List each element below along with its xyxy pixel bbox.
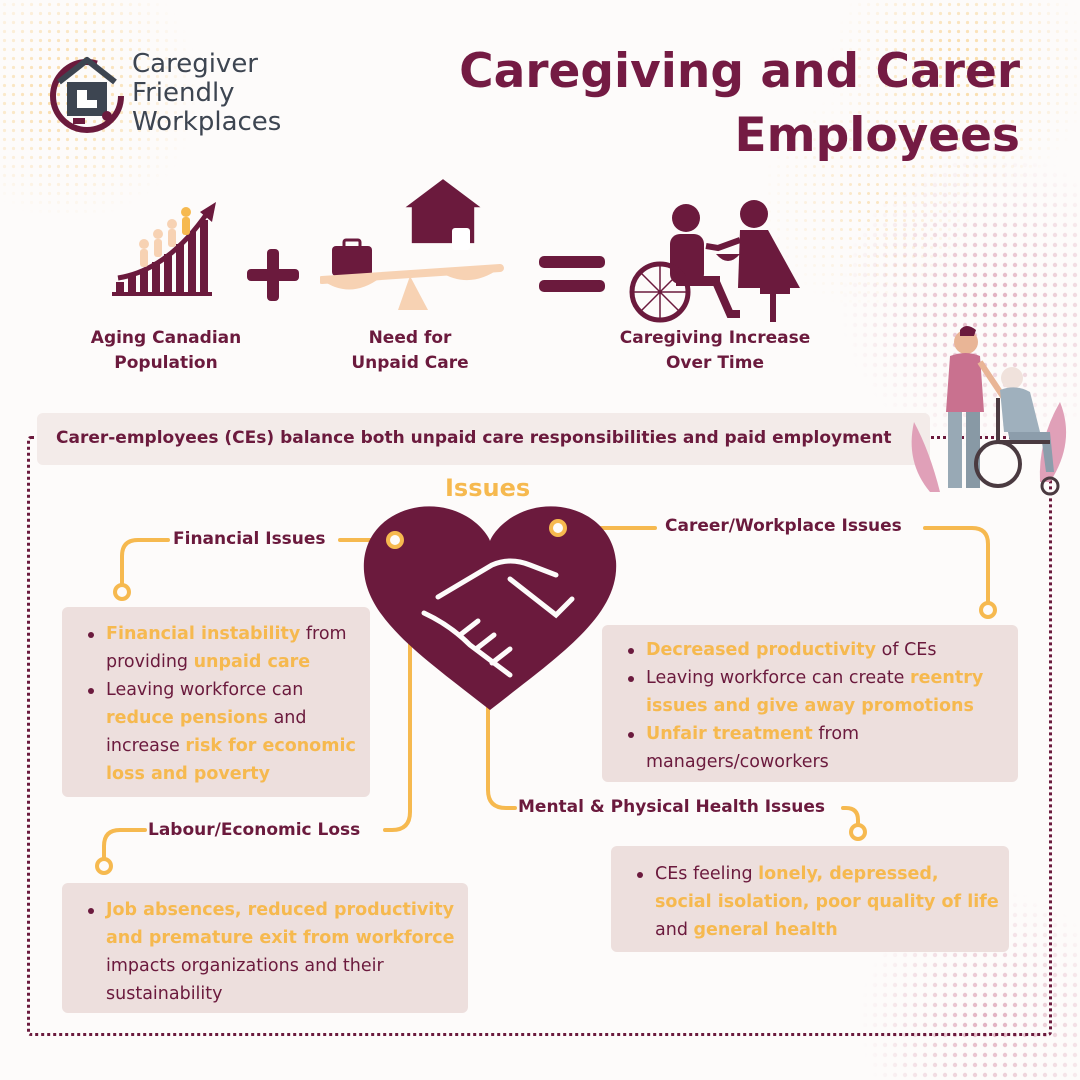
- logo-text: Caregiver Friendly Workplaces: [132, 50, 281, 137]
- list-item: Job absences, reduced productivity and p…: [88, 896, 456, 1008]
- aging-label-line-1: Aging Canadian: [90, 328, 242, 348]
- caregiver-wheelchair-illustration: [911, 326, 1067, 496]
- title-line-2: Employees: [734, 108, 1021, 163]
- list-item: CEs feeling lonely, depressed, social is…: [637, 860, 999, 944]
- need-label-line-1: Need for: [368, 328, 452, 348]
- equals-icon: [539, 256, 605, 292]
- result-label-line-2: Over Time: [665, 353, 765, 373]
- list-item: Unfair treatment from managers/coworkers: [628, 720, 1006, 776]
- career-issues-box: Decreased productivity of CEs Leaving wo…: [602, 625, 1018, 782]
- aging-population-chart-icon: [112, 202, 216, 296]
- financial-issues-box: Financial instability from providing unp…: [62, 607, 370, 797]
- caregiver-feeding-wheelchair-icon: [629, 200, 800, 323]
- balance-scale-house-briefcase-icon: [320, 179, 504, 310]
- banner-text: Carer-employees (CEs) balance both unpai…: [56, 428, 892, 448]
- title-line-1: Caregiving and Carer: [459, 44, 1020, 99]
- need-unpaid-care-label: Need for Unpaid Care: [340, 326, 480, 376]
- result-label-line-1: Caregiving Increase: [619, 328, 811, 348]
- plus-icon: [247, 249, 299, 301]
- list-item: Leaving workforce can reduce pensions an…: [88, 676, 360, 788]
- banner: [37, 413, 930, 465]
- heart-handshake-icon: [363, 506, 617, 710]
- page-title: Caregiving and Carer Employees: [440, 40, 1020, 168]
- labour-loss-label: Labour/Economic Loss: [148, 820, 361, 840]
- list-item: Decreased productivity of CEs: [628, 636, 1006, 664]
- caregiving-increase-label: Caregiving Increase Over Time: [610, 326, 820, 376]
- logo-line-1: Caregiver: [132, 49, 259, 79]
- list-item: Financial instability from providing unp…: [88, 620, 360, 676]
- career-issues-label: Career/Workplace Issues: [665, 516, 902, 536]
- need-label-line-2: Unpaid Care: [351, 353, 469, 373]
- financial-issues-label: Financial Issues: [173, 529, 326, 549]
- logo-line-3: Workplaces: [132, 107, 282, 137]
- health-issues-box: CEs feeling lonely, depressed, social is…: [611, 846, 1009, 952]
- aging-population-label: Aging Canadian Population: [86, 326, 246, 376]
- logo-icon: [50, 57, 124, 133]
- list-item: Leaving workforce can create reentry iss…: [628, 664, 1006, 720]
- aging-label-line-2: Population: [114, 353, 218, 373]
- logo-line-2: Friendly: [132, 78, 235, 108]
- health-issues-label: Mental & Physical Health Issues: [518, 797, 826, 817]
- labour-loss-box: Job absences, reduced productivity and p…: [62, 883, 468, 1013]
- issues-title: Issues: [445, 474, 531, 502]
